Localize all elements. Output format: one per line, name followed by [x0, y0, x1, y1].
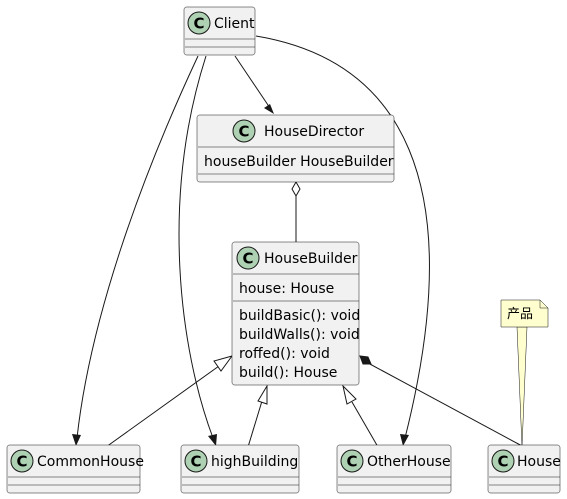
- edge-client-to-commonhouse: [76, 55, 199, 439]
- method: buildWalls(): void: [239, 327, 360, 343]
- composition-diamond: [359, 355, 372, 365]
- class-otherhouse: C OtherHouse: [336, 444, 452, 494]
- edge-commonhouse-to-housebuilder: [105, 365, 220, 448]
- class-name: HouseBuilder: [264, 251, 358, 267]
- class-stereotype-letter: C: [238, 123, 249, 141]
- edge-client-to-housedirector: [234, 55, 271, 109]
- class-stereotype-icon: [236, 246, 260, 270]
- class-stereotype-icon: [232, 119, 256, 143]
- class-name: Client: [214, 16, 255, 32]
- class-house: C House: [487, 444, 561, 494]
- class-name: highBuilding: [211, 454, 298, 470]
- class-client: C Client: [183, 6, 256, 56]
- edge-house-to-housebuilder: [367, 362, 525, 448]
- class-stereotype-icon: [340, 449, 364, 473]
- class-stereotype-letter: C: [190, 453, 201, 471]
- edge-client-to-highbuilding: [178, 55, 214, 439]
- class-stereotype-letter: C: [346, 453, 357, 471]
- class-name: HouseDirector: [264, 124, 364, 140]
- class-name: OtherHouse: [367, 454, 451, 470]
- aggregation-diamond: [291, 180, 301, 198]
- edge-otherhouse-to-housebuilder: [351, 401, 379, 448]
- note-text: 产品: [507, 307, 533, 322]
- class-stereotype-icon: [10, 449, 34, 473]
- arrowhead-client-to-highbuilding: [208, 434, 217, 446]
- class-stereotype-letter: C: [497, 453, 508, 471]
- class-commonhouse: C CommonHouse: [6, 444, 144, 494]
- arrowhead-client-to-housedirector: [264, 104, 274, 114]
- method: build(): House: [239, 365, 337, 381]
- class-housebuilder: C HouseBuilder house: House buildBasic()…: [231, 241, 360, 386]
- generalization-arrow-highbuilding: [257, 384, 268, 405]
- edge-client-to-otherhouse: [255, 35, 430, 439]
- class-stereotype-icon: [187, 11, 211, 35]
- note-connector: [516, 326, 528, 448]
- generalization-arrow-otherhouse: [342, 384, 357, 405]
- attribute: house: House: [239, 281, 334, 297]
- class-name: House: [517, 454, 561, 470]
- attribute: houseBuilder HouseBuilder: [204, 154, 394, 170]
- class-stereotype-letter: C: [16, 453, 27, 471]
- class-stereotype-letter: C: [242, 250, 253, 268]
- class-stereotype-icon: [184, 449, 208, 473]
- class-stereotype-icon: [491, 449, 515, 473]
- class-highbuilding: C highBuilding: [180, 444, 300, 494]
- method: buildBasic(): void: [239, 308, 360, 324]
- method: roffed(): void: [239, 346, 330, 362]
- generalization-arrow-commonhouse: [213, 355, 234, 372]
- arrowhead-client-to-otherhouse: [400, 434, 409, 446]
- class-housedirector: C HouseDirector houseBuilder HouseBuilde…: [196, 114, 395, 183]
- class-name: CommonHouse: [37, 454, 144, 470]
- relations: [72, 35, 528, 448]
- class-stereotype-letter: C: [193, 15, 204, 33]
- arrowhead-client-to-commonhouse: [72, 434, 81, 446]
- edge-highbuilding-to-housebuilder: [247, 400, 263, 448]
- note: 产品: [500, 299, 549, 328]
